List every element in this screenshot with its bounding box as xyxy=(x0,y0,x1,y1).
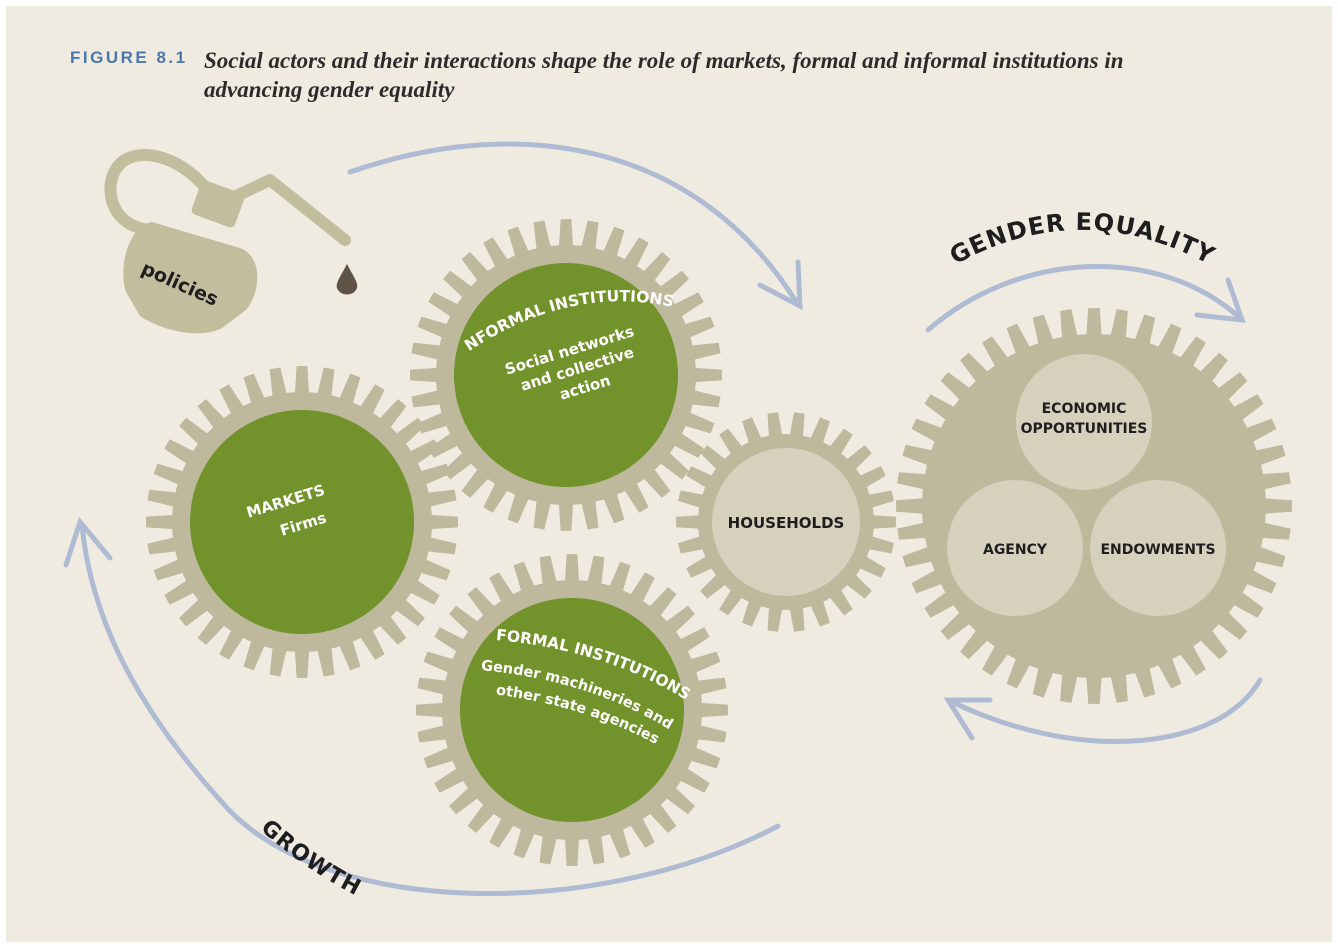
gender-equality-arrow xyxy=(925,264,1246,333)
agency-label: AGENCY xyxy=(983,542,1048,558)
oil-drop-icon xyxy=(336,264,358,295)
formal-institutions-hub xyxy=(460,598,684,822)
economic-opportunities-circle xyxy=(1016,354,1152,490)
markets-hub xyxy=(190,410,414,634)
figure-title: Social actors and their interactions sha… xyxy=(204,48,1124,102)
economic-label-line-1: ECONOMIC xyxy=(1042,401,1127,417)
growth-label: GROWTH xyxy=(256,815,365,901)
oil-can-icon xyxy=(104,149,351,246)
gender-equality-label: GENDER EQUALITY xyxy=(945,208,1219,270)
informal-institutions-title: INFORMAL INSTITUTIONS xyxy=(0,0,675,355)
informal-institutions-hub xyxy=(454,263,678,487)
endowments-label: ENDOWMENTS xyxy=(1100,542,1215,558)
economic-label-line-2: OPPORTUNITIES xyxy=(1021,421,1148,437)
return-cycle-arrow xyxy=(943,677,1263,744)
endowments-circle xyxy=(1090,480,1226,616)
agency-circle xyxy=(947,480,1083,616)
households-label: HOUSEHOLDS xyxy=(728,514,845,532)
oil-can-body xyxy=(123,180,258,334)
figure-label: FIGURE 8.1 xyxy=(70,48,188,67)
top-cycle-arrow xyxy=(347,141,803,311)
growth-arrow xyxy=(63,516,781,897)
households-hub xyxy=(712,448,860,596)
